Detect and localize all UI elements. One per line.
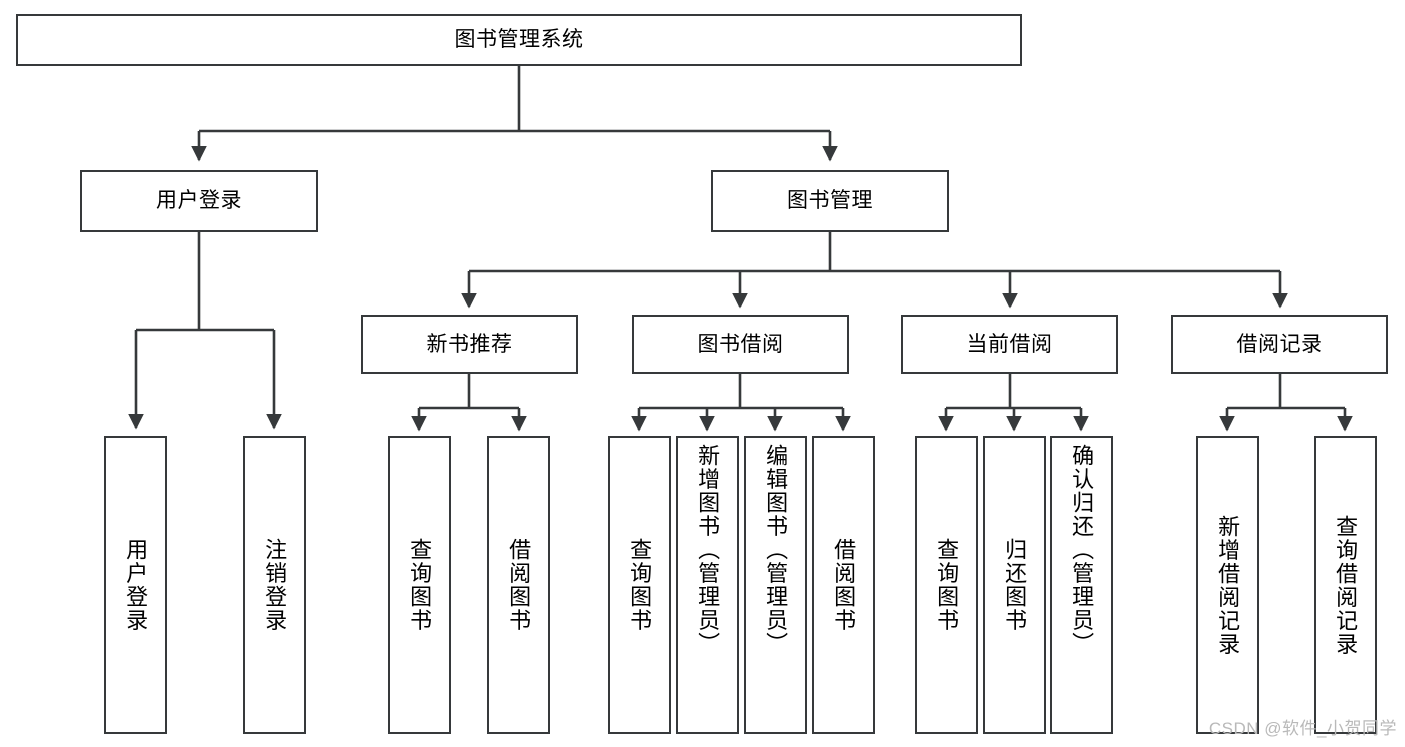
leaf-label: 查询图书 xyxy=(934,538,960,632)
leaf-borrow-borrow-book[interactable]: 借阅图书 xyxy=(812,436,875,734)
leaf-label: 借阅图书 xyxy=(506,538,532,632)
leaf-label: 查询图书 xyxy=(407,538,433,632)
node-new-book-recommend[interactable]: 新书推荐 xyxy=(361,315,578,374)
leaf-label: 查询借阅记录 xyxy=(1333,514,1359,656)
leaf-user-login-logout[interactable]: 注销登录 xyxy=(243,436,306,734)
leaf-borrow-add-book[interactable]: 新增图书（管理员） xyxy=(676,436,739,734)
leaf-borrow-query-book[interactable]: 查询图书 xyxy=(608,436,671,734)
leaf-current-query-book[interactable]: 查询图书 xyxy=(915,436,978,734)
leaf-label: 借阅图书 xyxy=(831,538,857,632)
leaf-label: 新增借阅记录 xyxy=(1215,514,1241,656)
leaf-label: 确认归还（管理员） xyxy=(1069,444,1095,656)
node-book-borrow[interactable]: 图书借阅 xyxy=(632,315,849,374)
node-new-book-recommend-label: 新书推荐 xyxy=(426,332,513,356)
leaf-label: 注销登录 xyxy=(262,538,288,632)
leaf-current-confirm-return[interactable]: 确认归还（管理员） xyxy=(1050,436,1113,734)
leaf-record-query-record[interactable]: 查询借阅记录 xyxy=(1314,436,1377,734)
watermark: CSDN @软件_小贺同学 xyxy=(1208,719,1397,738)
node-root-label: 图书管理系统 xyxy=(454,28,584,52)
node-user-login[interactable]: 用户登录 xyxy=(80,170,318,232)
leaf-label: 编辑图书（管理员） xyxy=(763,444,789,656)
node-root[interactable]: 图书管理系统 xyxy=(16,14,1022,66)
node-borrow-record-label: 借阅记录 xyxy=(1236,332,1323,356)
node-book-management[interactable]: 图书管理 xyxy=(711,170,949,232)
node-book-borrow-label: 图书借阅 xyxy=(697,332,784,356)
leaf-borrow-edit-book[interactable]: 编辑图书（管理员） xyxy=(744,436,807,734)
leaf-record-add-record[interactable]: 新增借阅记录 xyxy=(1196,436,1259,734)
leaf-current-return-book[interactable]: 归还图书 xyxy=(983,436,1046,734)
leaf-label: 新增图书（管理员） xyxy=(695,444,721,656)
leaf-user-login-login[interactable]: 用户登录 xyxy=(104,436,167,734)
node-user-login-label: 用户登录 xyxy=(156,189,242,213)
node-current-borrow-label: 当前借阅 xyxy=(966,332,1053,356)
leaf-label: 查询图书 xyxy=(627,538,653,632)
node-borrow-record[interactable]: 借阅记录 xyxy=(1171,315,1388,374)
leaf-label: 用户登录 xyxy=(123,538,149,632)
node-current-borrow[interactable]: 当前借阅 xyxy=(901,315,1118,374)
leaf-recommend-borrow-book[interactable]: 借阅图书 xyxy=(487,436,550,734)
node-book-management-label: 图书管理 xyxy=(787,189,873,213)
leaf-label: 归还图书 xyxy=(1002,538,1028,632)
leaf-recommend-query-book[interactable]: 查询图书 xyxy=(388,436,451,734)
